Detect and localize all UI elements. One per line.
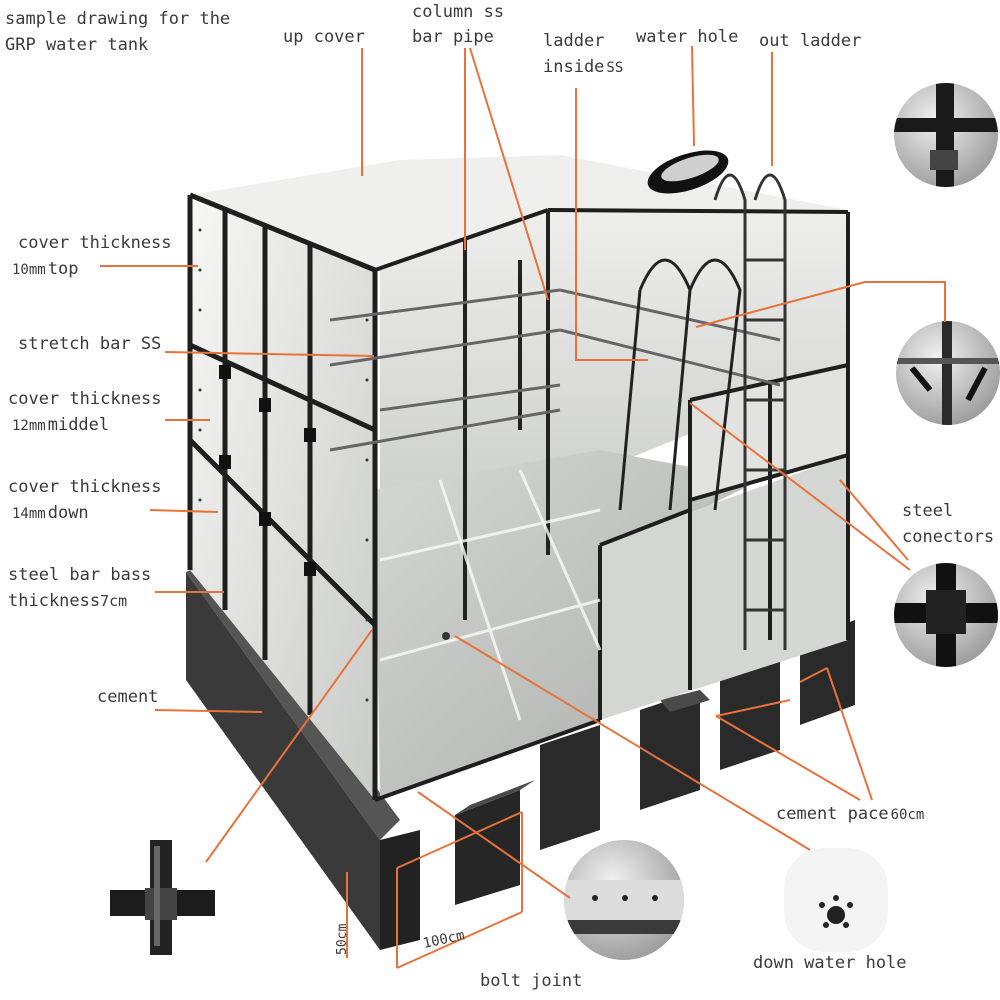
label-ladder-inside-word: inside: [543, 57, 604, 77]
label-steel-bar-line1: steel bar bass: [8, 565, 151, 585]
detail-circle-top: [894, 83, 998, 187]
label-steel-bar-unit: 7cm: [100, 592, 127, 610]
label-cover-mid-word: middel: [48, 415, 109, 435]
label-cement: cement: [97, 687, 158, 707]
tank-body: [187, 150, 850, 802]
title-line-1: sample drawing for the: [5, 9, 230, 29]
title-line-2: GRP water tank: [5, 35, 148, 55]
leader-lines: [100, 45, 946, 969]
label-up-cover: up cover: [283, 27, 365, 47]
label-cement-pace-unit: 60cm: [891, 807, 925, 823]
label-dimension-width: 100cm: [422, 927, 467, 951]
label-cover-top-unit: 10mm: [12, 262, 46, 278]
detail-circle-steel-connector: [894, 563, 998, 667]
label-cover-down-line1: cover thickness: [8, 477, 162, 497]
label-cement-pace-word: cement pace: [776, 804, 889, 824]
label-cover-mid-unit: 12mm: [12, 418, 46, 434]
label-cover-down-word: down: [48, 503, 89, 523]
label-steel-connectors-line2: conectors: [902, 527, 994, 547]
label-steel-bar-line2: thickness7cm: [8, 591, 127, 611]
label-steel-bar-word: thickness: [8, 591, 100, 611]
label-column-line2: bar pipe: [412, 27, 494, 47]
label-cover-top-line1: cover thickness: [18, 233, 172, 253]
detail-circle-bolt-joint: [564, 840, 684, 960]
label-layer: sample drawing for the GRP water tank up…: [5, 2, 994, 991]
detail-circle-connector: [896, 321, 1000, 425]
label-out-ladder: out ladder: [759, 31, 861, 51]
detail-circle-down-water-hole: [784, 848, 888, 952]
label-ladder-inside-line1: ladder: [543, 31, 604, 51]
label-cover-top-word: top: [48, 259, 79, 279]
label-down-water-hole: down water hole: [753, 953, 907, 973]
label-stretch-bar: stretch bar SS: [18, 334, 161, 354]
label-water-hole: water hole: [636, 27, 738, 47]
label-cover-down-unit: 14mm: [12, 506, 46, 522]
label-ladder-inside-unit: SS: [606, 60, 623, 76]
label-cover-mid-line1: cover thickness: [8, 389, 162, 409]
label-bolt-joint: bolt joint: [480, 971, 582, 991]
label-steel-connectors-line1: steel: [902, 501, 953, 521]
steel-cross-part: [110, 840, 215, 955]
label-column-line1: column ss: [412, 2, 504, 22]
label-dimension-height: 50cm: [335, 924, 350, 955]
